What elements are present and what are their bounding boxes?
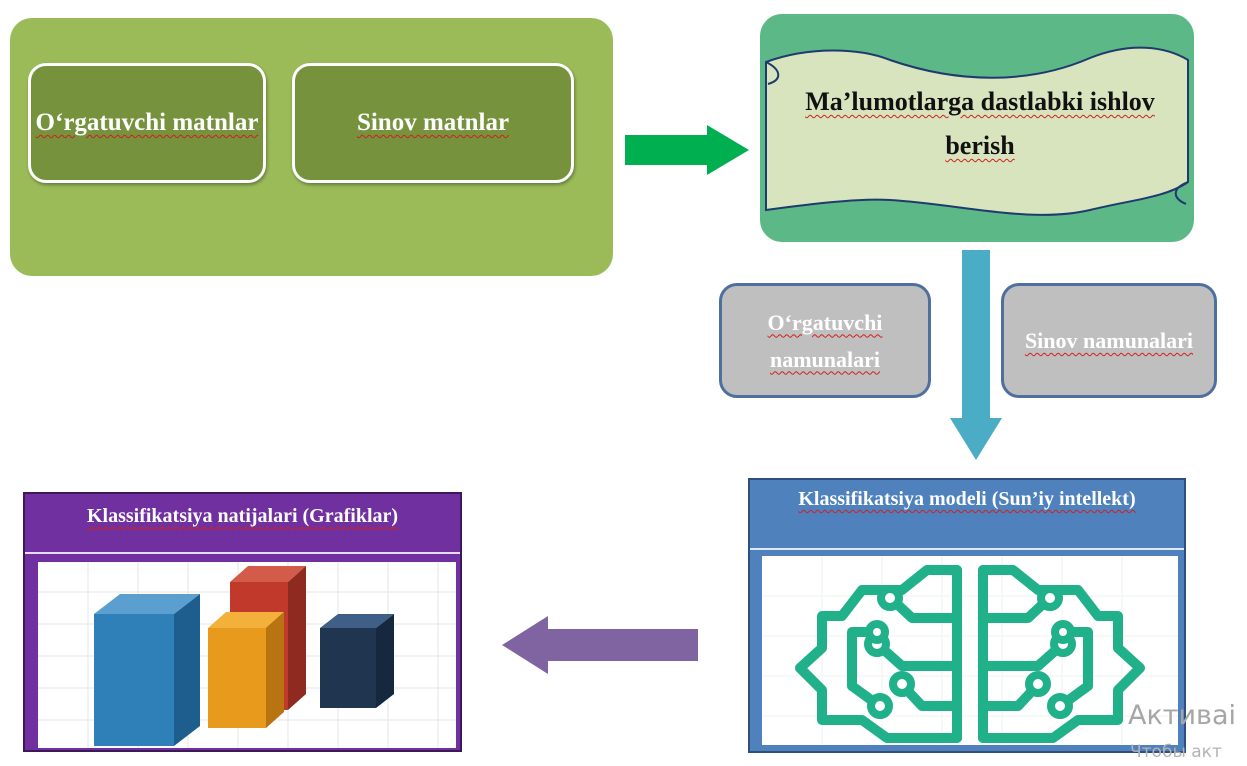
test-samples-label: Sinov namunalari xyxy=(1024,328,1194,353)
3d-bar-chart-icon xyxy=(38,562,456,748)
training-texts-box: O‘rgatuvchi matnlar xyxy=(28,63,266,183)
down-arrow-icon xyxy=(950,250,1002,460)
training-samples-box: O‘rgatuvchi namunalari xyxy=(719,283,931,398)
test-texts-box: Sinov matnlar xyxy=(292,63,574,183)
right-arrow-icon xyxy=(625,125,749,175)
preprocessing-label: Ma’lumotlarga dastlabki ishlov berish xyxy=(805,87,1155,160)
model-divider xyxy=(750,548,1184,550)
test-samples-box: Sinov namunalari xyxy=(1001,283,1217,398)
results-divider xyxy=(25,552,460,554)
activation-watermark-line2: Чтобы акт xyxy=(1130,742,1222,762)
activation-watermark-line1: Активаі xyxy=(1128,700,1237,731)
scroll-banner-icon xyxy=(765,46,1189,216)
left-arrow-icon xyxy=(502,616,698,674)
training-texts-label: O‘rgatuvchi matnlar xyxy=(35,109,259,136)
training-samples-label: O‘rgatuvchi namunalari xyxy=(767,309,883,372)
classification-results-title: Klassifikatsiya natijalari (Grafiklar) xyxy=(86,505,399,527)
classification-model-title: Klassifikatsiya modeli (Sun’iy intellekt… xyxy=(798,488,1136,510)
ai-brain-circuit-icon xyxy=(762,556,1178,745)
test-texts-label: Sinov matnlar xyxy=(356,109,510,136)
